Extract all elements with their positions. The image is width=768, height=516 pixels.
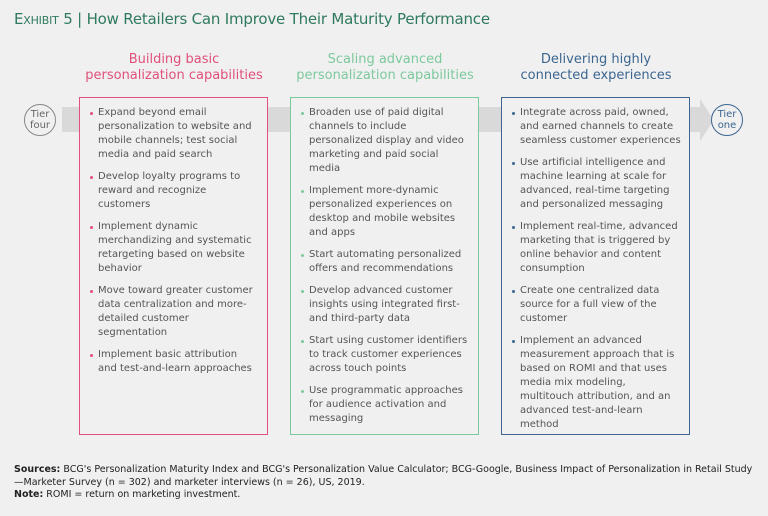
heading-line: Delivering highly: [540, 52, 652, 67]
list-item: Implement basic attribution and test-and…: [90, 348, 259, 376]
column-box: Integrate across paid, owned, and earned…: [501, 97, 690, 435]
list-item: Move toward greater customer data centra…: [90, 284, 259, 340]
exhibit-number: Exhibit 5: [14, 10, 73, 28]
note-text: ROMI = return on marketing investment.: [46, 489, 241, 500]
sources-label: Sources:: [14, 464, 61, 475]
column-box: Expand beyond email personalization to w…: [79, 97, 268, 435]
separator: |: [77, 10, 82, 28]
list-item: Integrate across paid, owned, and earned…: [512, 106, 681, 148]
sources-text: BCG's Personalization Maturity Index and…: [14, 464, 753, 488]
list-item: Use programmatic approaches for audience…: [301, 384, 470, 426]
heading-line: connected experiences: [520, 68, 672, 83]
list-item: Implement an advanced measurement approa…: [512, 334, 681, 432]
list-item: Use artificial intelligence and machine …: [512, 156, 681, 212]
arrow-head-icon: [700, 99, 714, 141]
note-label: Note:: [14, 489, 44, 500]
tier-start-line1: Tier: [30, 109, 50, 120]
list-item: Develop advanced customer insights using…: [301, 284, 470, 326]
list-item: Start automating personalized offers and…: [301, 248, 470, 276]
list-item: Implement dynamic merchandizing and syst…: [90, 220, 259, 276]
footer: Sources: BCG's Personalization Maturity …: [14, 464, 754, 502]
list-item: Start using customer identifiers to trac…: [301, 334, 470, 376]
list-item: Expand beyond email personalization to w…: [90, 106, 259, 162]
tier-start-line2: four: [29, 120, 51, 131]
list-item: Create one centralized data source for a…: [512, 284, 681, 326]
list-item: Develop loyalty programs to reward and r…: [90, 170, 259, 212]
tier-end-line1: Tier: [717, 109, 737, 120]
heading-line: personalization capabilities: [296, 68, 474, 83]
list-item: Implement more-dynamic personalized expe…: [301, 184, 470, 240]
tier-end-line2: one: [717, 120, 737, 131]
heading-line: personalization capabilities: [85, 68, 263, 83]
heading-line: Building basic: [128, 52, 220, 67]
exhibit-title: Exhibit 5 | How Retailers Can Improve Th…: [14, 10, 490, 28]
column-box: Broaden use of paid digital channels to …: [290, 97, 479, 435]
title-text: How Retailers Can Improve Their Maturity…: [86, 10, 490, 28]
list-item: Broaden use of paid digital channels to …: [301, 106, 470, 176]
list-item: Implement real-time, advanced marketing …: [512, 220, 681, 276]
heading-line: Scaling advanced: [327, 52, 443, 67]
